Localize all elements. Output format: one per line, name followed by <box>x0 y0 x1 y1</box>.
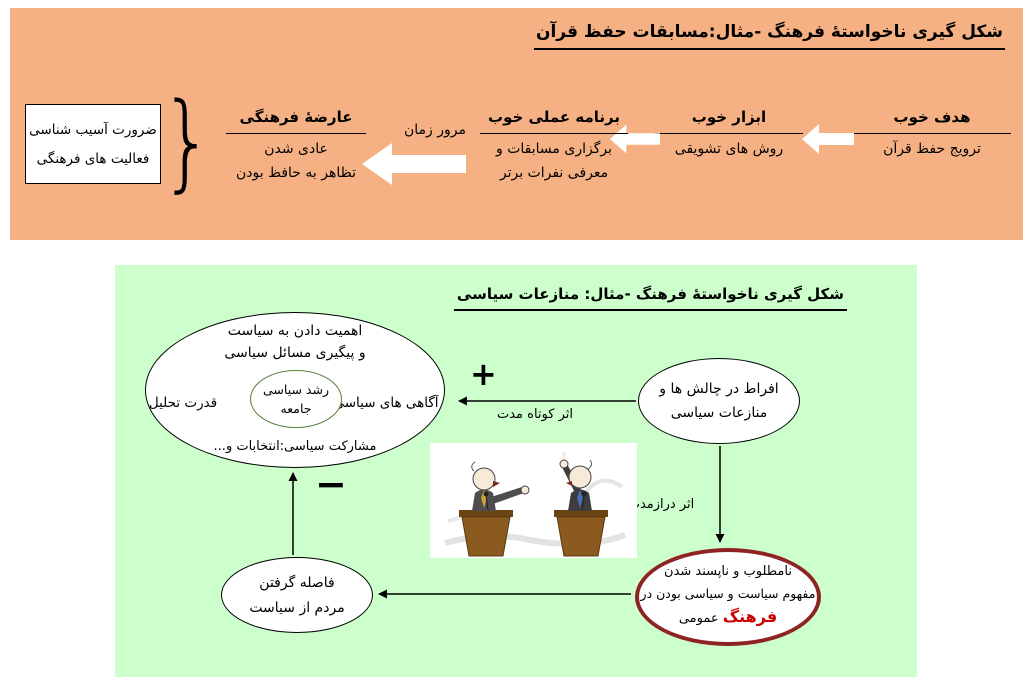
debate-cartoon-drawing <box>444 452 627 557</box>
step-good-tool: ابزار خوب روش های تشویقی <box>655 108 803 158</box>
pathology-necessity-box: ضرورت آسیب شناسی فعالیت های فرهنگی <box>25 104 161 184</box>
negative-culture-ellipse: نامطلوب و ناپسند شدن مفهوم سیاست و سیاسی… <box>635 548 821 646</box>
inner-line: رشد سیاسی <box>263 382 329 397</box>
box-line: ضرورت آسیب شناسی <box>29 122 157 138</box>
distance-line: فاصله گرفتن <box>259 575 335 591</box>
negative-line: فرهنگ عمومی <box>639 607 817 626</box>
debate-cartoon-image <box>430 443 637 558</box>
step-heading: عارضهٔ فرهنگی <box>226 108 366 134</box>
quran-example-panel: شکل گیری ناخواستهٔ فرهنگ -مثال:مسابقات ح… <box>10 8 1023 240</box>
growth-text: و پیگیری مسائل سیاسی <box>224 345 366 361</box>
cause-line: منازعات سیاسی <box>670 405 768 421</box>
step-detail: تظاهر به حافظ بودن <box>235 165 357 181</box>
cause-line: افراط در چالش ها و <box>659 381 779 397</box>
distance-line: مردم از سیاست <box>249 600 345 616</box>
step-detail: ترویج حفظ قرآن <box>883 141 981 157</box>
analysis-power-label: قدرت تحلیل <box>148 395 218 411</box>
flow-left-arrow-icon <box>802 124 854 154</box>
political-example-panel: شکل گیری ناخواستهٔ فرهنگ -مثال: منازعات … <box>115 265 917 677</box>
public-distancing-ellipse: فاصله گرفتن مردم از سیاست <box>221 557 373 633</box>
minus-sign: − <box>315 462 347 506</box>
inner-line: جامعه <box>280 401 312 416</box>
step-good-goal: هدف خوب ترویج حفظ قرآن <box>853 108 1011 158</box>
short-term-label: اثر کوتاه مدت <box>497 407 573 422</box>
growth-text: اهمیت دادن به سیاست <box>227 323 363 339</box>
culture-rest: عمومی <box>678 611 723 626</box>
political-awareness-label: آگاهی های سیاسی <box>333 395 439 411</box>
step-heading: ابزار خوب <box>655 108 803 134</box>
flow-left-arrow-icon <box>610 124 660 154</box>
participation-label: مشارکت سیاسی:انتخابات و... <box>213 439 377 454</box>
society-growth-ellipse: رشد سیاسی جامعه <box>250 370 342 428</box>
step-heading: هدف خوب <box>853 108 1011 134</box>
time-passage-label: مرور زمان <box>403 122 466 138</box>
political-conflicts-ellipse: افراط در چالش ها و منازعات سیاسی <box>638 358 800 444</box>
negative-line: نامطلوب و ناپسند شدن <box>664 564 792 579</box>
culture-highlight: فرهنگ <box>722 607 778 626</box>
step-cultural-complication: عارضهٔ فرهنگی عادی شدن تظاهر به حافظ بود… <box>226 108 366 182</box>
step-detail: روش های تشویقی <box>674 141 784 157</box>
time-passage-arrow-icon <box>362 143 466 185</box>
box-line: فعالیت های فرهنگی <box>36 151 150 167</box>
political-growth-ellipse: اهمیت دادن به سیاست و پیگیری مسائل سیاسی… <box>145 312 445 468</box>
top-panel-title: شکل گیری ناخواستهٔ فرهنگ -مثال:مسابقات ح… <box>533 22 1005 50</box>
step-good-program: برنامه عملی خوب برگزاری مسابقات و معرفی … <box>480 108 628 182</box>
brace-glyph: { <box>160 80 215 203</box>
step-detail: معرفی نفرات برتر <box>499 165 609 181</box>
step-detail: برگزاری مسابقات و <box>496 141 612 157</box>
bottom-panel-title: شکل گیری ناخواستهٔ فرهنگ -مثال: منازعات … <box>453 285 847 311</box>
step-detail: عادی شدن <box>264 141 328 157</box>
plus-sign: + <box>470 355 497 393</box>
step-heading: برنامه عملی خوب <box>480 108 628 134</box>
negative-line: مفهوم سیاست و سیاسی بودن در <box>640 586 816 601</box>
long-term-label: اثر درازمدت <box>627 497 695 512</box>
